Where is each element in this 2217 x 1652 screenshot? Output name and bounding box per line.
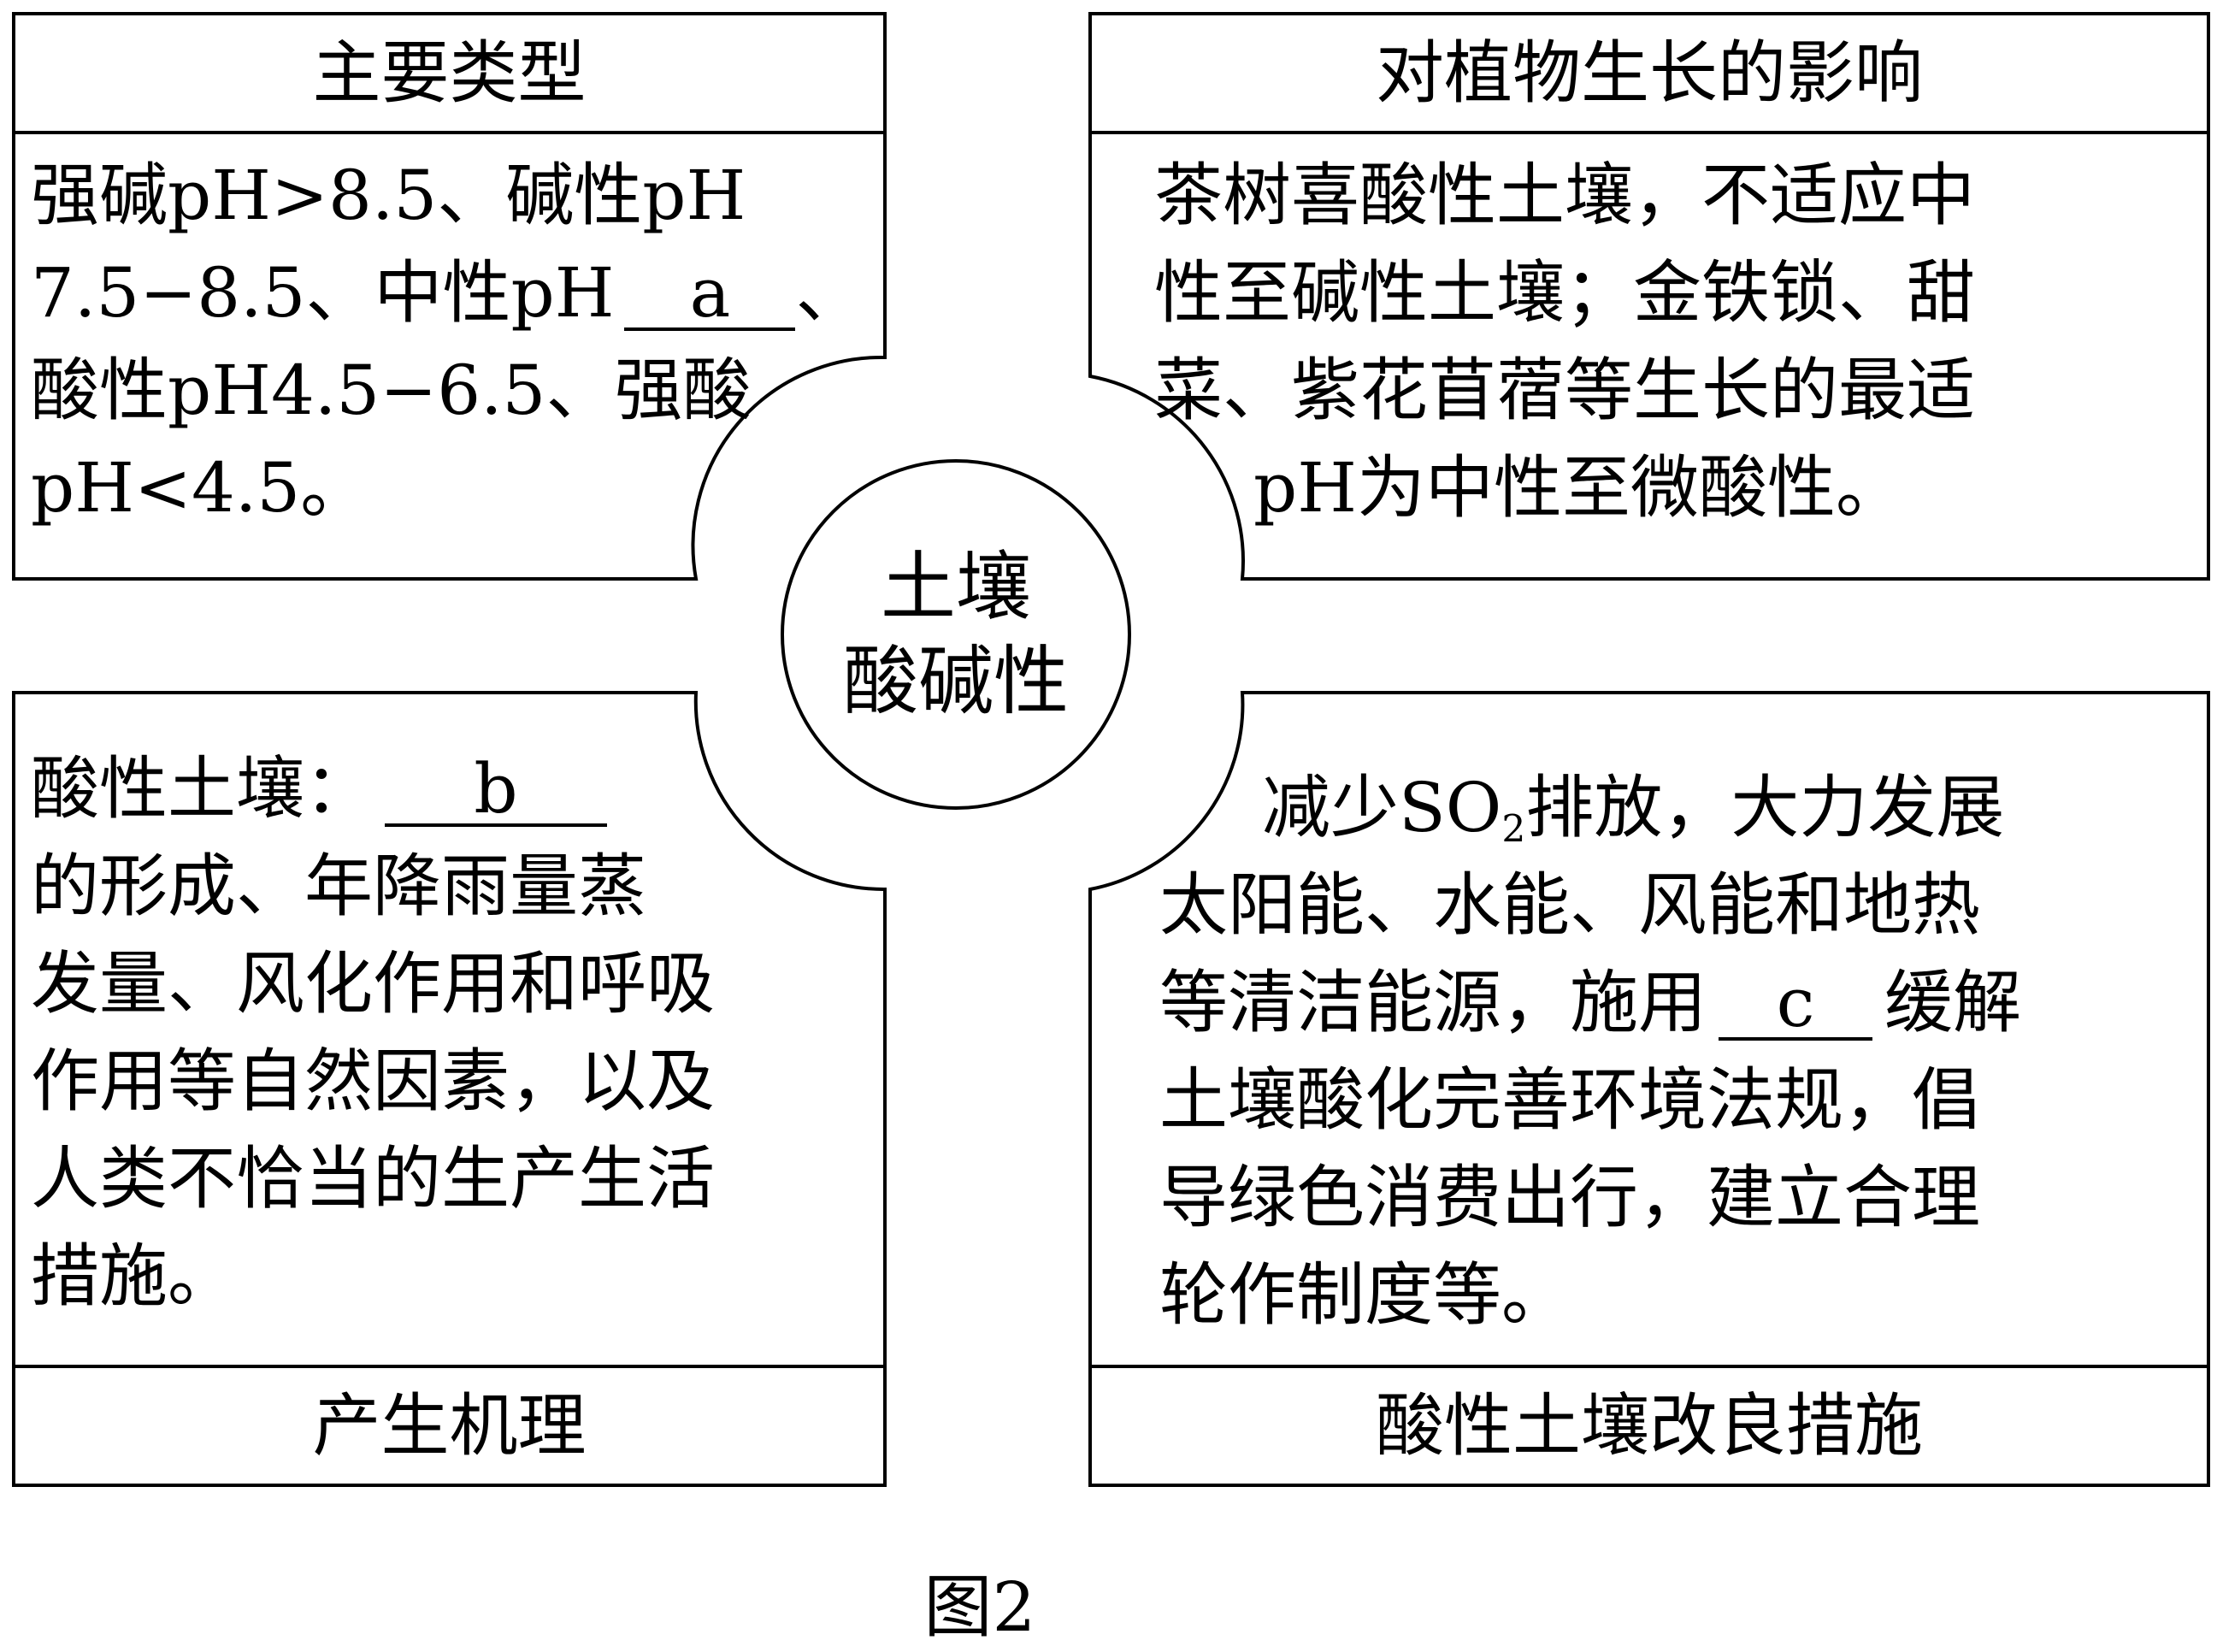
bottom-right-title: 酸性土壤改良措施 — [1376, 1386, 1923, 1466]
bottom-right-line-4: 土壤酸化完善环境法规，倡 — [1159, 1060, 1980, 1140]
top-left-line-3: 酸性pH4.5−6.5、强酸 — [31, 351, 752, 430]
bottom-right-line-6: 轮作制度等。 — [1159, 1255, 1570, 1335]
top-left-title: 主要类型 — [312, 33, 587, 113]
top-right-line-4: pH为中性至微酸性。 — [1253, 448, 1904, 528]
top-right-line-1: 茶树喜酸性土壤，不适应中 — [1154, 156, 1975, 235]
figure-caption: 图2 — [923, 1567, 1036, 1647]
top-left-line-2-pre: 7.5−8.5、中性pH — [31, 253, 615, 333]
center-label: 土壤 酸碱性 — [785, 540, 1127, 729]
bottom-left-line-5: 人类不恰当的生产生活 — [31, 1139, 715, 1218]
bottom-right-line-2: 太阳能、水能、风能和地热 — [1159, 865, 1980, 945]
bottom-right-line-1-pre: 减少SO — [1262, 768, 1502, 847]
bottom-right-box — [1088, 691, 2210, 1487]
center-circle — [781, 459, 1131, 810]
top-left-line-2-post: 、 — [795, 253, 864, 333]
bottom-left-line-4: 作用等自然因素，以及 — [31, 1041, 715, 1121]
top-right-box — [1088, 12, 2210, 581]
top-left-line-1: 强碱pH>8.5、碱性pH — [31, 156, 746, 235]
top-right-line-2: 性至碱性土壤；金铁锁、甜 — [1154, 253, 1975, 333]
blank-c: c — [1719, 969, 1872, 1041]
bottom-right-line-1-sub: 2 — [1501, 807, 1526, 852]
bottom-right-line-5: 导绿色消费出行，建立合理 — [1159, 1158, 1980, 1237]
center-line-2: 酸碱性 — [842, 637, 1069, 725]
top-left-line-4: pH<4.5。 — [31, 448, 369, 528]
bottom-left-title: 产生机理 — [312, 1386, 587, 1466]
bottom-left-line-1-pre: 酸性土壤： — [31, 749, 373, 829]
bottom-left-box — [12, 691, 887, 1487]
bottom-left-line-1: 酸性土壤：b — [31, 740, 715, 838]
blank-b: b — [385, 755, 607, 827]
bottom-left-line-3: 发量、风化作用和呼吸 — [31, 944, 715, 1024]
bottom-left-line-6: 措施。 — [31, 1236, 236, 1316]
bottom-right-line-3-pre: 等清洁能源，施用 — [1159, 963, 1707, 1042]
top-right-line-3: 菜、紫花苜蓿等生长的最适 — [1154, 351, 1975, 430]
top-right-title: 对植物生长的影响 — [1376, 33, 1923, 113]
bottom-right-line-3-post: 缓解 — [1884, 963, 2021, 1042]
top-right-body: 茶树喜酸性土壤，不适应中 性至碱性土壤；金铁锁、甜 菜、紫花苜蓿等生长的最适 p… — [1154, 147, 1975, 537]
top-left-box — [12, 12, 887, 581]
bottom-left-line-2: 的形成、年降雨量蒸 — [31, 847, 646, 926]
bottom-right-line-1: 减少SO2排放，大力发展 — [1159, 759, 2021, 857]
bottom-right-line-1-post: 排放，大力发展 — [1525, 768, 2005, 847]
blank-a: a — [624, 259, 796, 331]
bottom-left-body: 酸性土壤：b 的形成、年降雨量蒸 发量、风化作用和呼吸 作用等自然因素，以及 人… — [31, 740, 715, 1325]
center-line-1: 土壤 — [880, 543, 1031, 631]
